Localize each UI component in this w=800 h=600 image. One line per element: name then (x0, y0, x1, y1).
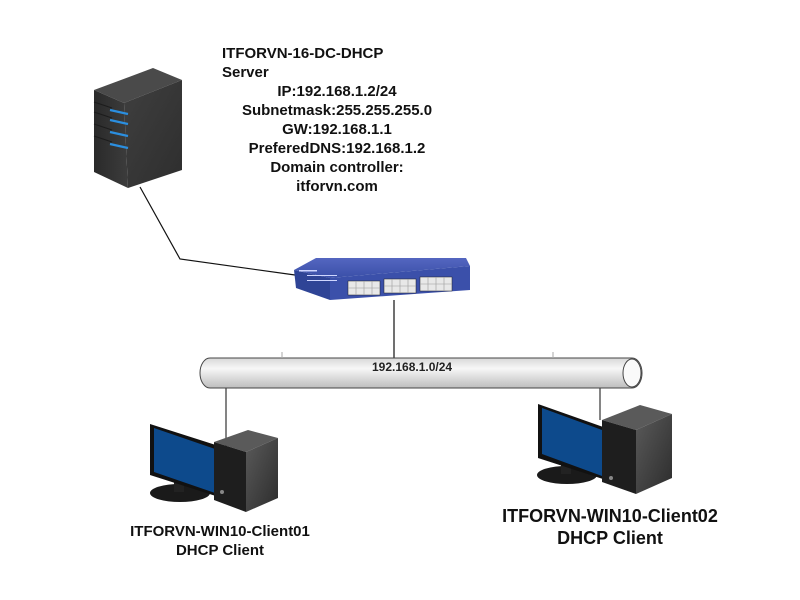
client01-name: ITFORVN-WIN10-Client01 (130, 523, 310, 540)
client01-role: DHCP Client (175, 542, 265, 559)
client02-role: DHCP Client (557, 528, 663, 548)
client02-screen (542, 408, 602, 476)
server-domain: itforvn.com (296, 178, 378, 195)
network-subnet-label: 192.168.1.0/24 (372, 360, 453, 374)
client01-label: ITFORVN-WIN10-Client01 DHCP Client (110, 522, 330, 560)
client02-label: ITFORVN-WIN10-Client02 DHCP Client (485, 505, 735, 549)
client02-name: ITFORVN-WIN10-Client02 (502, 506, 718, 526)
server-label: ITFORVN-16-DC-DHCP Server IP:192.168.1.2… (222, 44, 452, 196)
server-subnet: Subnetmask:255.255.255.0 (241, 102, 433, 119)
server-role: Domain controller: (270, 159, 404, 176)
server-drive-leds (109, 108, 129, 150)
client01-screen (154, 428, 218, 494)
server-tower-icon (93, 68, 182, 188)
server-type: Server (222, 64, 269, 81)
network-switch-icon (294, 258, 470, 300)
server-to-switch-cable (139, 186, 296, 276)
server-gateway: GW:192.168.1.1 (282, 121, 392, 138)
network-bus-pipe (199, 352, 643, 389)
server-name: ITFORVN-16-DC-DHCP (222, 45, 384, 62)
server-ip: IP:192.168.1.2/24 (277, 83, 397, 100)
client02-desktop-icon (537, 404, 672, 494)
server-dns: PreferedDNS:192.168.1.2 (248, 140, 426, 157)
client01-desktop-icon (150, 424, 278, 512)
